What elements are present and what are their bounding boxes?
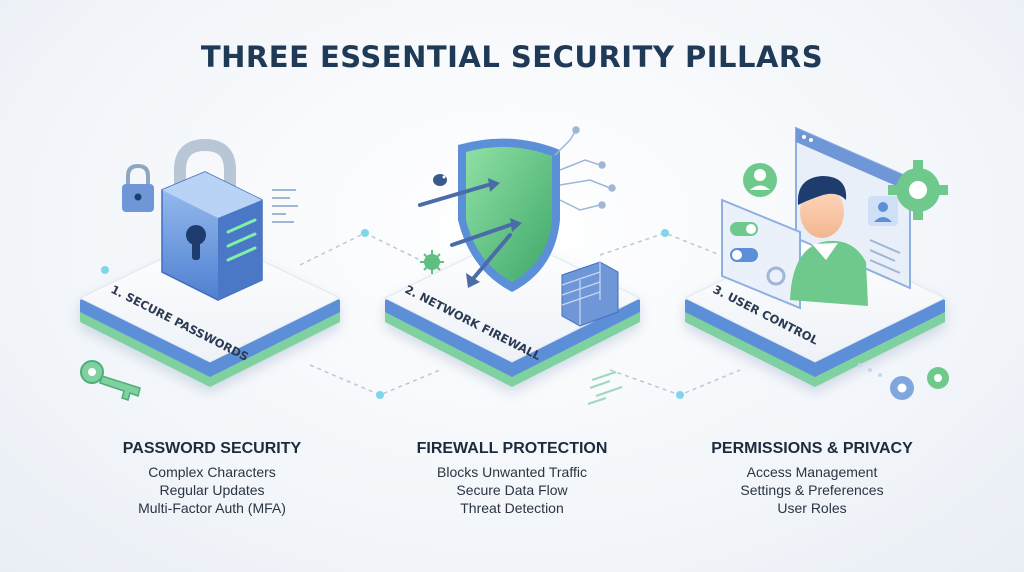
data-lines-decoration <box>587 371 623 405</box>
small-lock-icon <box>122 163 154 212</box>
deflected-arrows <box>418 178 522 288</box>
pillar-column-2: FIREWALL PROTECTION Blocks Unwanted Traf… <box>387 440 637 517</box>
code-lines-decoration <box>272 189 298 223</box>
platform-1 <box>78 235 342 387</box>
virus-icon <box>420 250 444 274</box>
bug-icon <box>433 174 447 186</box>
key-icon <box>80 360 141 401</box>
sparkle-dots <box>858 363 882 377</box>
pillar-heading-1: PASSWORD SECURITY <box>122 440 302 457</box>
small-gears-icon <box>890 367 949 400</box>
shield-icon <box>458 138 560 292</box>
pillar-item: Regular Updates <box>159 482 265 498</box>
pillar-item: Multi-Factor Auth (MFA) <box>138 500 286 516</box>
brick-wall-icon <box>561 261 619 327</box>
pillar-heading-2: FIREWALL PROTECTION <box>416 440 608 457</box>
pillar-column-3: PERMISSIONS & PRIVACY Access Management … <box>687 440 937 517</box>
gear-icon <box>888 160 948 220</box>
toggle-panel-icon <box>721 198 801 310</box>
padlock-icon <box>161 138 263 301</box>
pillar-item: Access Management <box>746 464 878 480</box>
user-badge-icon <box>743 163 777 197</box>
pillar-column-1: PASSWORD SECURITY Complex Characters Reg… <box>87 440 337 517</box>
pillar-item: Secure Data Flow <box>456 482 568 498</box>
circuit-traces <box>554 126 616 211</box>
illustration-scene: 1. SECURE PASSWORDS <box>78 126 949 405</box>
pillar-heading-3: PERMISSIONS & PRIVACY <box>711 440 913 457</box>
user-avatar-icon <box>790 176 868 306</box>
page-title: THREE ESSENTIAL SECURITY PILLARS <box>200 40 824 74</box>
pillar-item: Threat Detection <box>460 500 564 516</box>
pillar-item: Blocks Unwanted Traffic <box>437 464 587 480</box>
pillar-item: User Roles <box>777 500 847 516</box>
pillar-item: Complex Characters <box>148 464 276 480</box>
pillar-item: Settings & Preferences <box>740 482 884 498</box>
